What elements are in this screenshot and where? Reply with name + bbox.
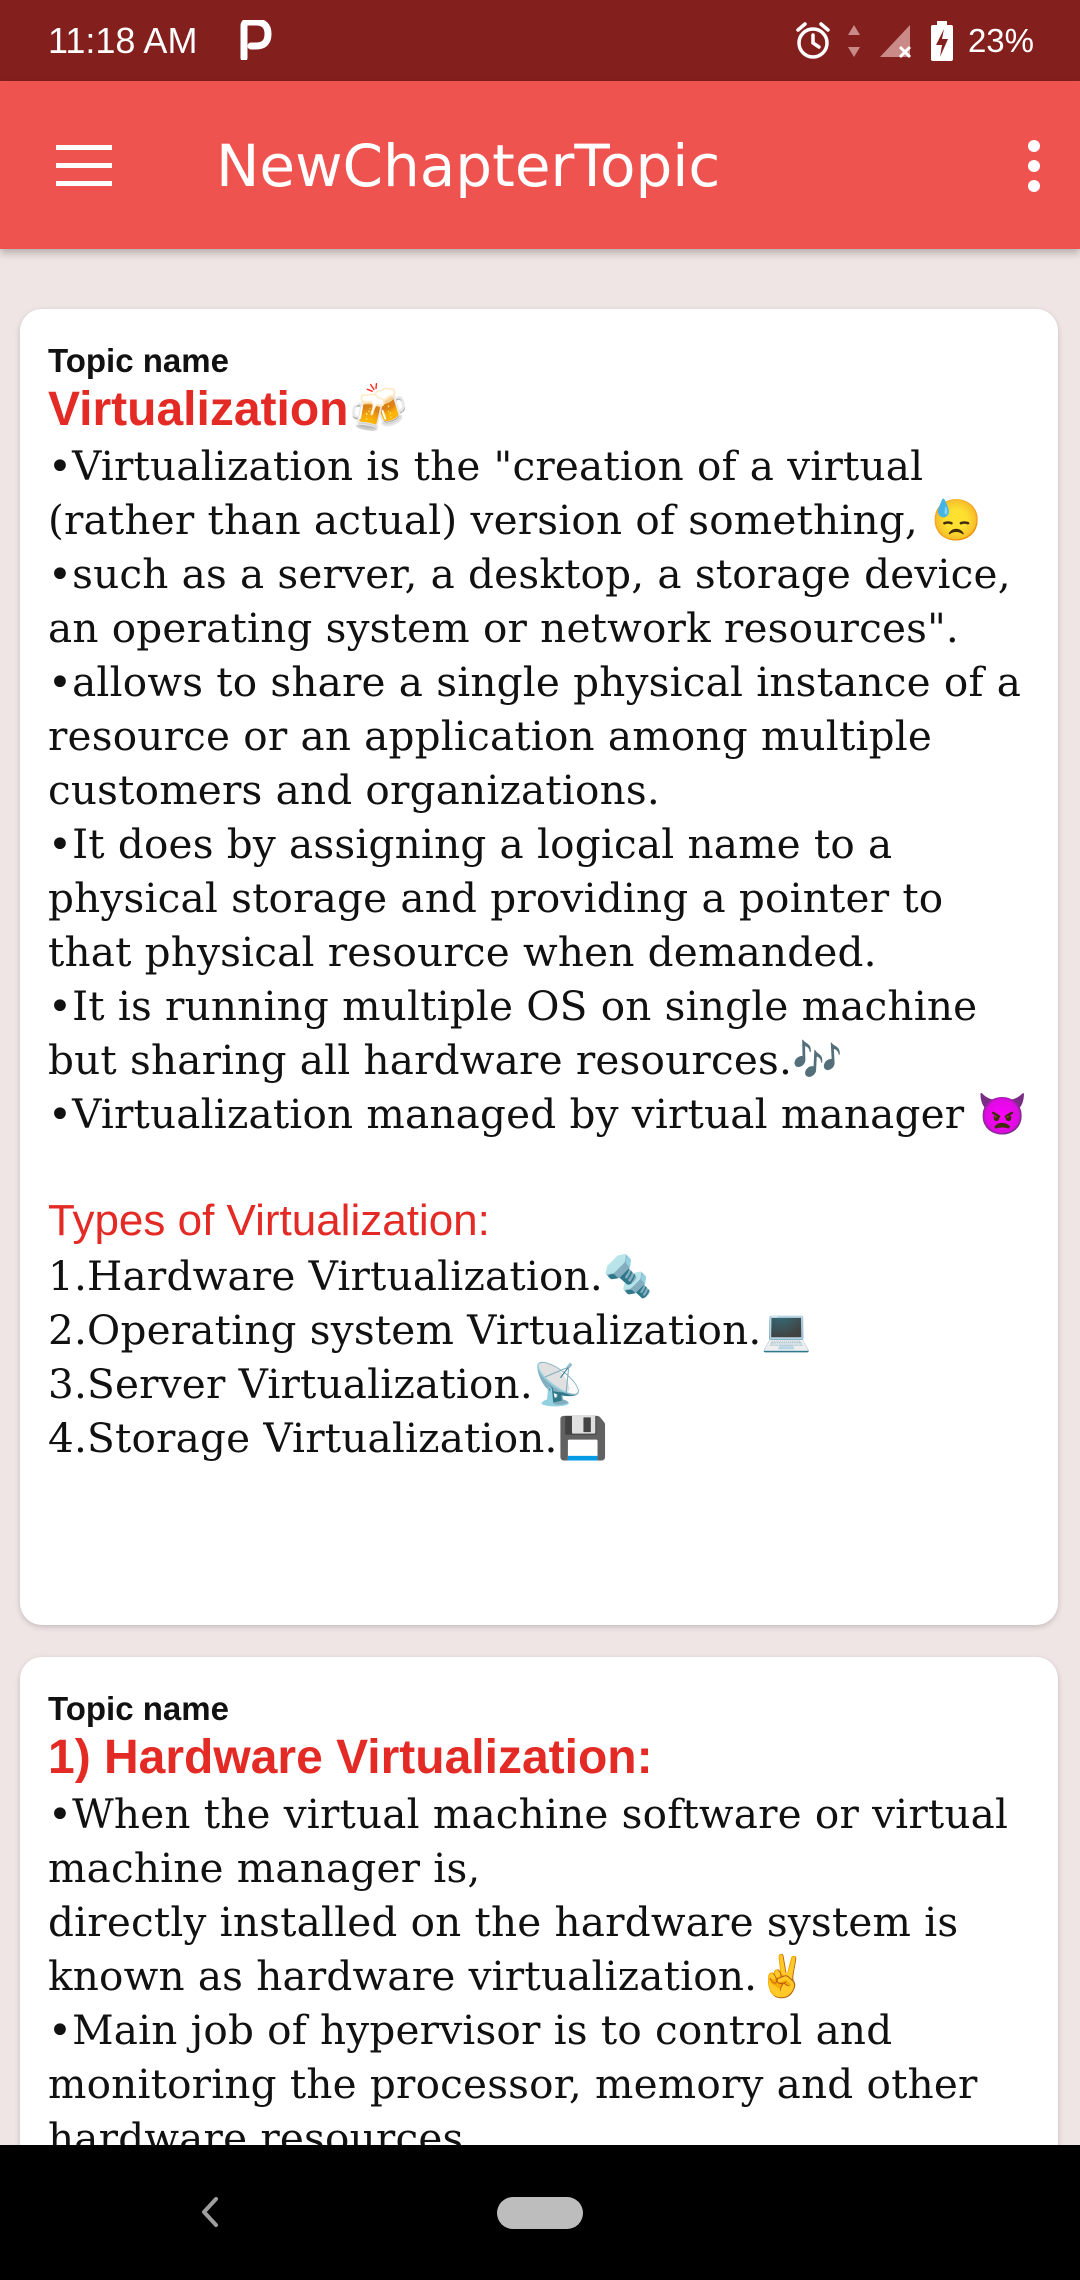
app-bar: NewChapterTopic [0, 81, 1080, 249]
battery-percent: 23% [967, 22, 1034, 59]
navigation-bar [0, 2145, 1080, 2280]
app-title: NewChapterTopic [216, 132, 721, 200]
home-pill-icon[interactable] [497, 2197, 583, 2229]
data-arrows-icon [847, 25, 860, 57]
topic-body: •Virtualization is the "creation of a vi… [48, 442, 1029, 1138]
topic-card[interactable]: Topic name 1) Hardware Virtualization: •… [20, 1657, 1058, 2145]
hamburger-menu-icon [56, 145, 112, 186]
p-notification-icon [240, 20, 272, 60]
topic-list[interactable]: Topic name Virtualization🍻 •Virtualizati… [0, 249, 1080, 2145]
signal-icon [879, 25, 911, 59]
topic-body: •When the virtual machine software or vi… [48, 1790, 1009, 2145]
section-body: 1.Hardware Virtualization.🔩 2.Operating … [48, 1252, 813, 1462]
status-icons: 23% [794, 18, 1034, 64]
topic-name-label: Topic name [48, 1690, 229, 1727]
topic-name-label: Topic name [48, 342, 229, 379]
status-time: 11:18 AM [48, 20, 198, 61]
topic-card[interactable]: Topic name Virtualization🍻 •Virtualizati… [20, 309, 1058, 1625]
back-icon[interactable] [190, 2181, 226, 2243]
menu-button[interactable] [40, 125, 128, 205]
status-bar: 11:18 AM 23% [0, 0, 1080, 81]
topic-title: 1) Hardware Virtualization: [48, 1731, 653, 1784]
alarm-icon [796, 22, 830, 59]
section-heading: Types of Virtualization: [48, 1196, 490, 1245]
battery-charging-icon [930, 21, 953, 61]
more-vert-icon [1028, 140, 1040, 192]
overflow-menu-button[interactable] [1004, 125, 1064, 205]
topic-title: Virtualization🍻 [48, 383, 409, 436]
